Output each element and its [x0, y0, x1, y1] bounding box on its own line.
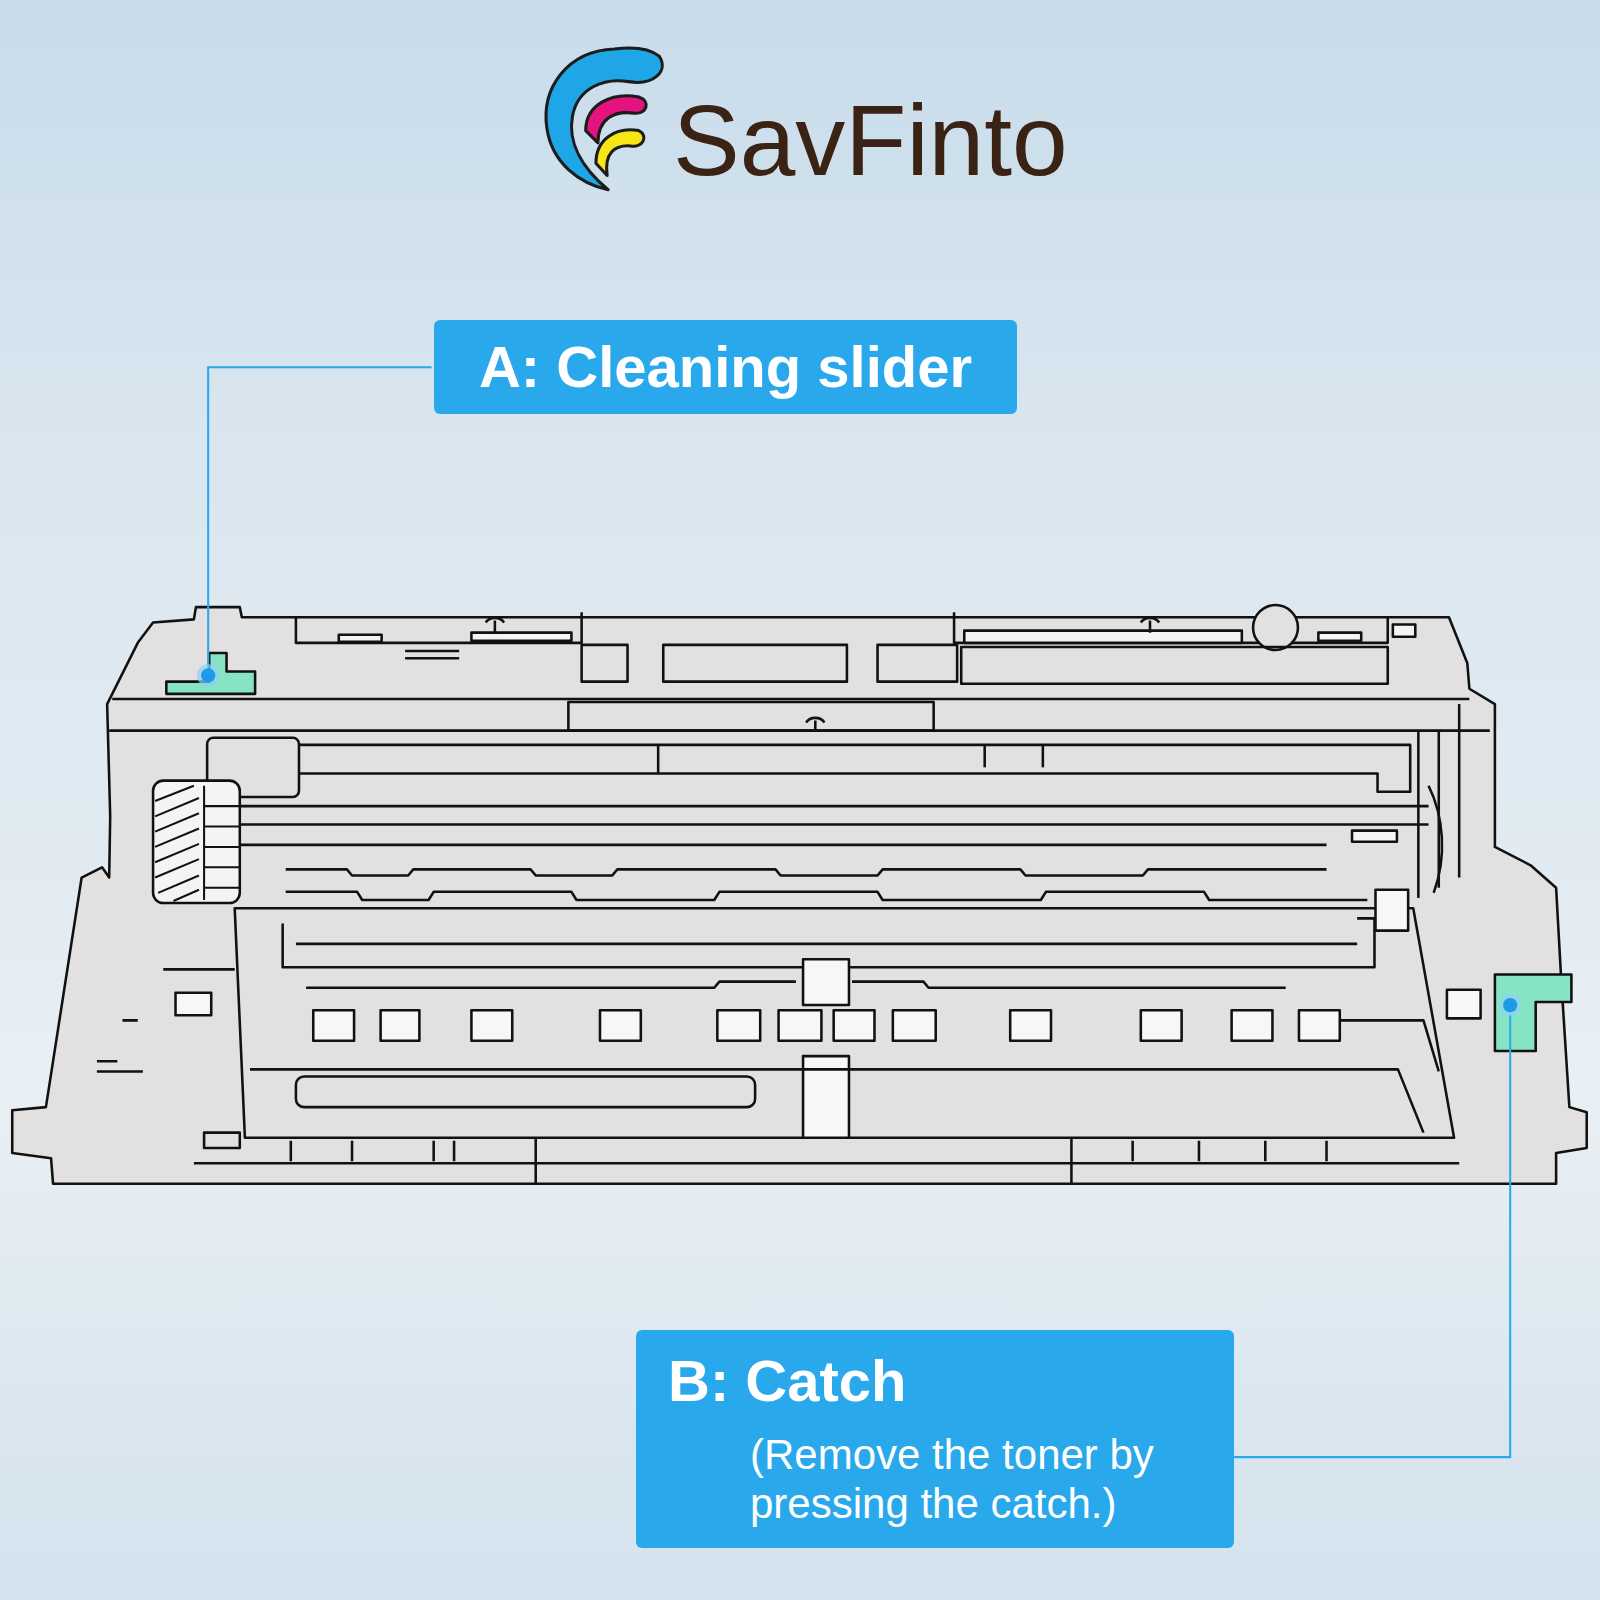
leader-dot — [197, 664, 1521, 1016]
callout-box: A: Cleaning slider — [434, 320, 1017, 414]
callout-box: B: Catch (Remove the toner by pressing th… — [636, 1330, 1234, 1548]
callout-title: B: Catch — [668, 1348, 906, 1415]
callout-note: (Remove the toner by pressing the catch.… — [750, 1430, 1200, 1528]
drum-unit — [12, 605, 1586, 1184]
catch — [1495, 974, 1572, 1051]
brand-name: SavFinto — [673, 90, 1068, 190]
cleaning-slider — [166, 653, 255, 694]
logo-icon — [546, 48, 662, 190]
callout-title: A: Cleaning slider — [479, 334, 972, 401]
leader-line — [208, 367, 1510, 1457]
